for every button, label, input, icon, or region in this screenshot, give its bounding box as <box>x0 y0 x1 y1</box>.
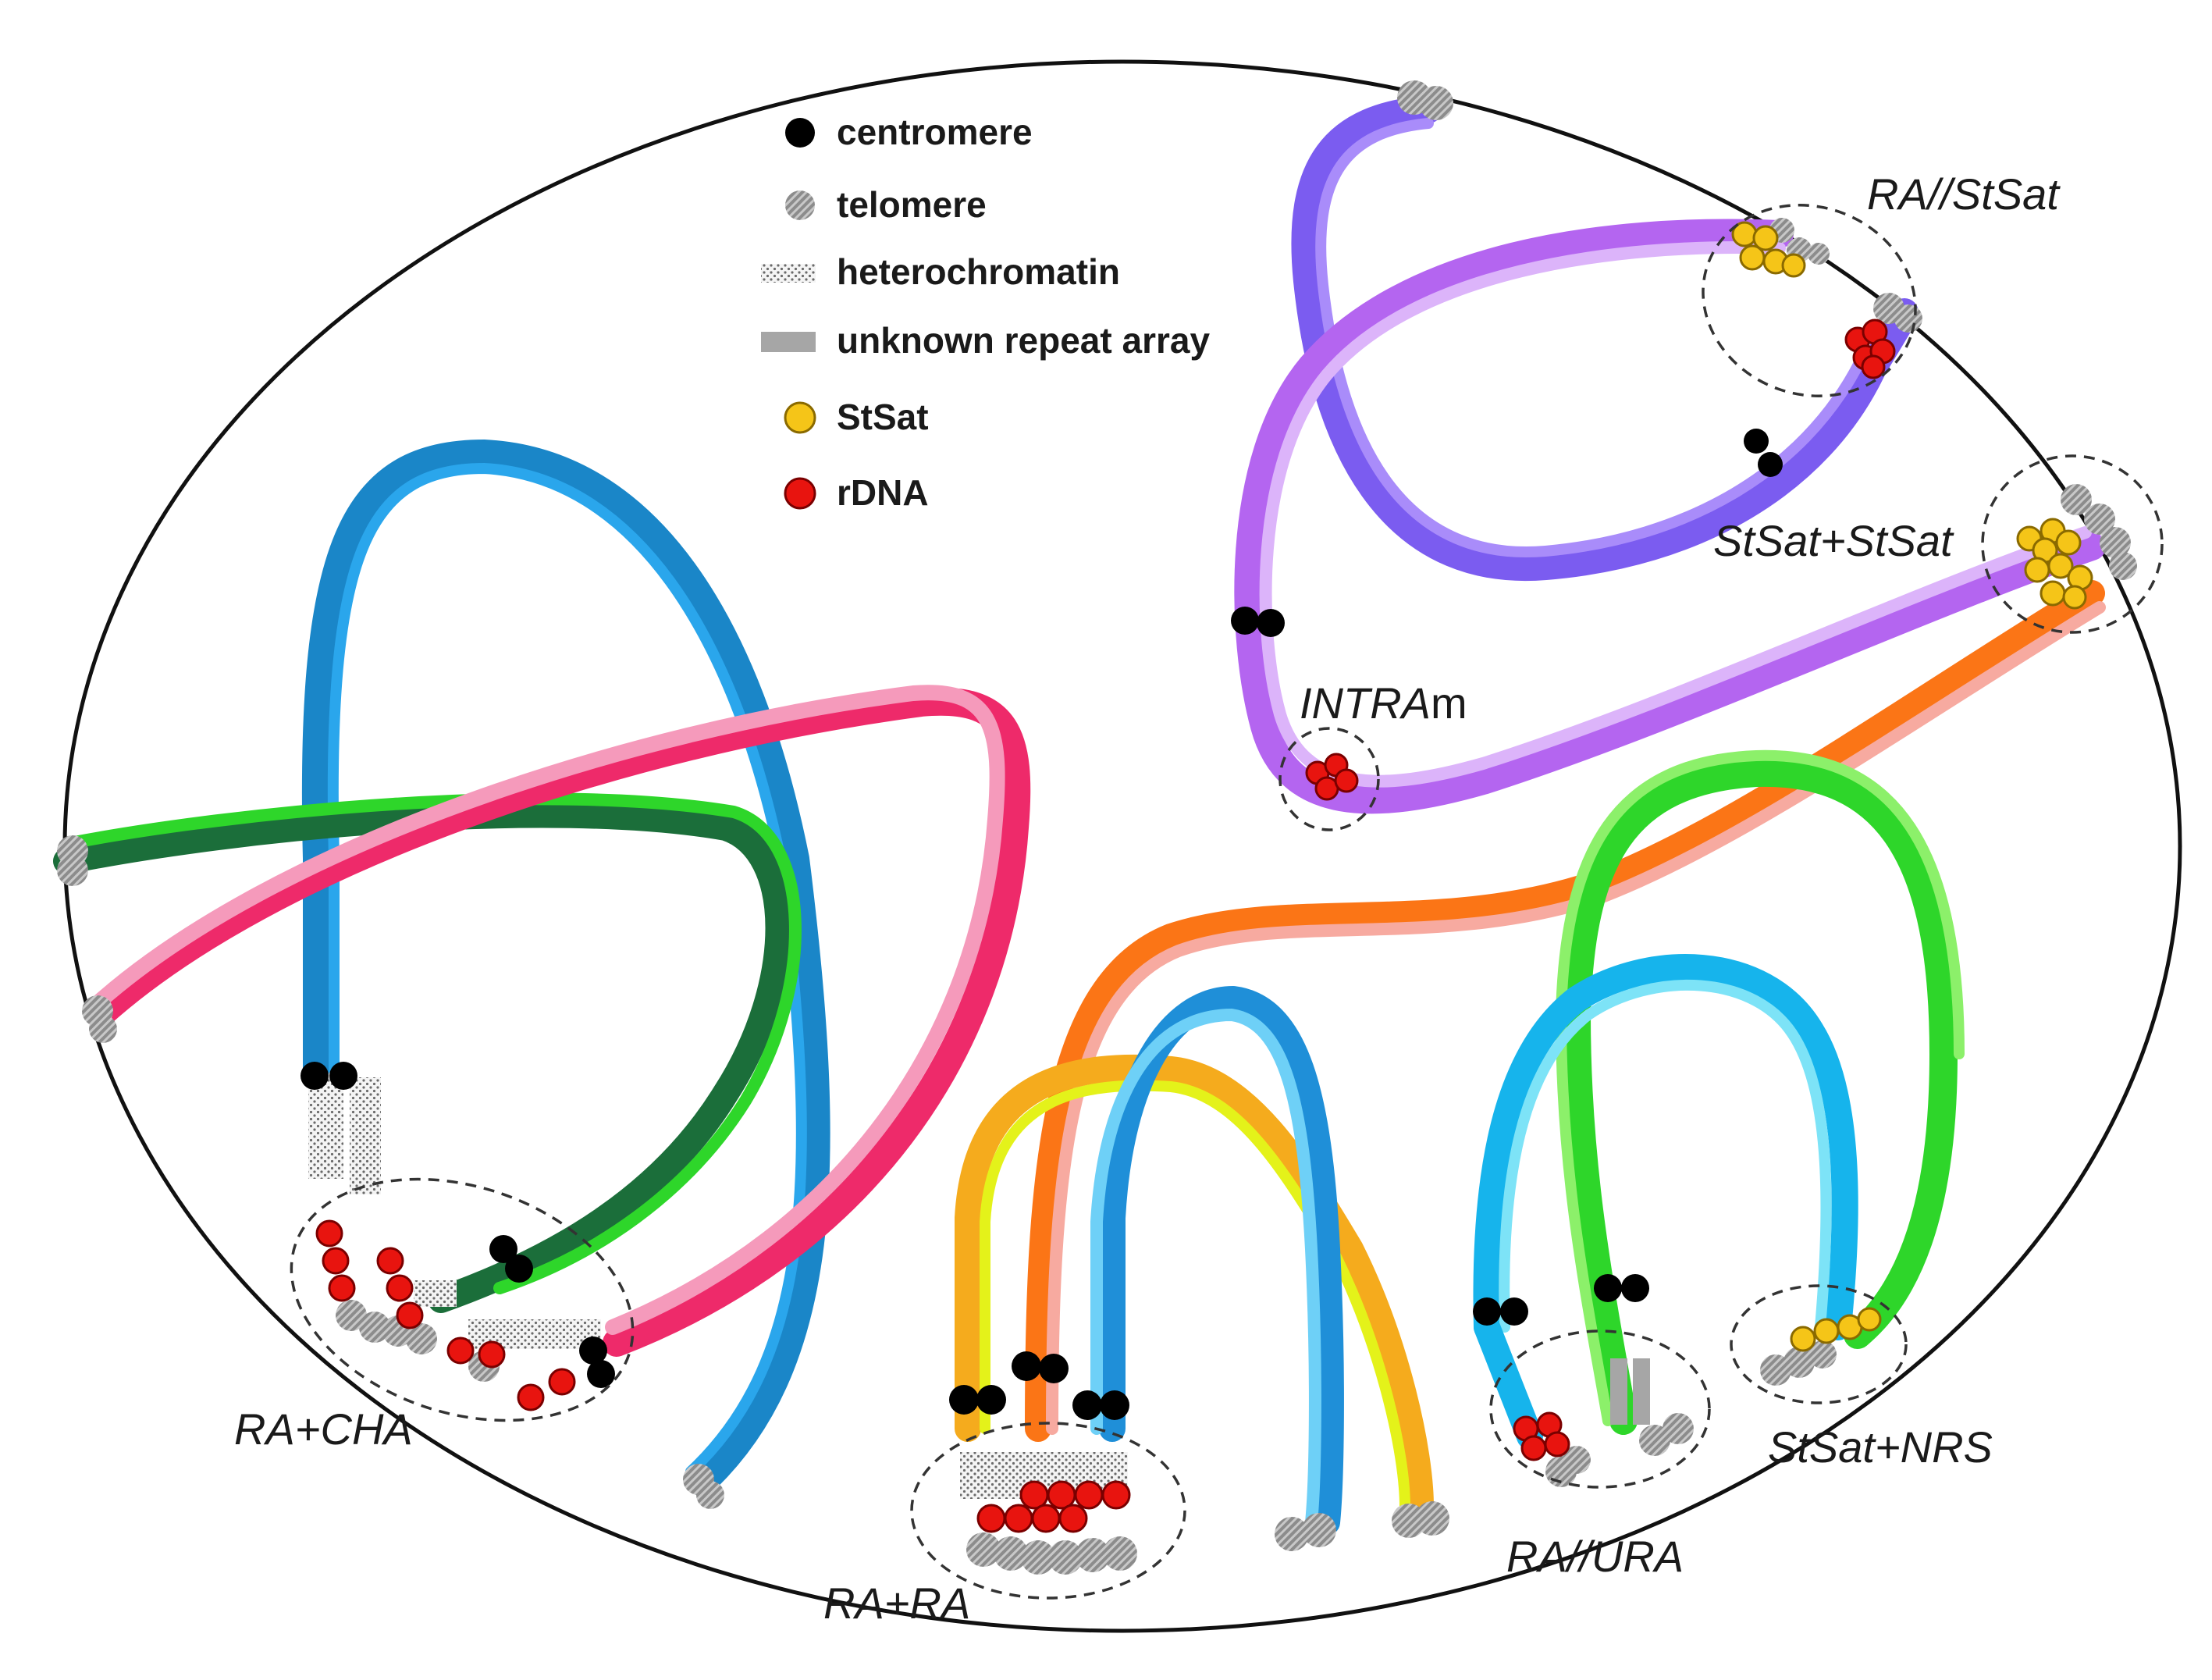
legend-centromere: centromere <box>837 112 1033 152</box>
strand-orange <box>1025 580 2106 1442</box>
label-stsat-stsat: StSat+StSat <box>1713 516 1954 565</box>
legend-telomere: telomere <box>837 184 987 225</box>
label-stsat-nrs: StSat+NRS <box>1768 1422 1993 1472</box>
legend-heterochromatin: heterochromatin <box>837 251 1120 292</box>
label-ra-ra: RA+RA <box>823 1579 970 1628</box>
cluster-labels: RA//StSat StSat+StSat INTRAm RA+CHA RA+R… <box>234 169 2061 1628</box>
strand-violet <box>1234 219 2106 814</box>
legend-stsat: StSat <box>837 397 929 437</box>
cluster-outlines <box>290 204 2164 1600</box>
label-ra-ura: RA//URA <box>1506 1532 1684 1581</box>
heterochromatin-icon <box>761 264 816 283</box>
repeat-array-icon <box>761 332 816 352</box>
centromere-icon <box>785 118 815 148</box>
label-intram: INTRAm <box>1300 678 1467 728</box>
chromosome-strands <box>53 95 2106 1536</box>
stsat-sites <box>1731 221 2093 1352</box>
telomere-icon <box>785 190 815 220</box>
strand-pink <box>86 685 1031 1357</box>
strand-purple-loop <box>1291 95 1919 582</box>
legend-unknown-repeat-array: unknown repeat array <box>837 320 1210 361</box>
unknown-repeat-segment <box>1633 1358 1650 1425</box>
strand-lightblue-mid <box>1090 986 1344 1536</box>
telomeres <box>57 80 2137 1575</box>
heterochromatin-block <box>308 1077 343 1179</box>
stsat-icon <box>784 401 816 434</box>
rdna-sites <box>315 319 1896 1533</box>
centromeres <box>301 429 1783 1420</box>
unknown-repeat-segment <box>1610 1358 1627 1425</box>
heterochromatin-block <box>350 1077 381 1194</box>
strand-yellow <box>955 1054 1434 1520</box>
label-ra-cha: RA+CHA <box>234 1404 413 1454</box>
rdna-icon <box>784 477 816 510</box>
legend-rdna: rDNA <box>837 472 929 513</box>
heterochromatin-block <box>414 1280 457 1307</box>
strand-green-right <box>1556 749 1965 1435</box>
strand-green-left <box>53 792 802 1313</box>
label-ra-stsat: RA//StSat <box>1867 169 2061 219</box>
legend: centromere telomere heterochromatin unkn… <box>761 112 1210 513</box>
